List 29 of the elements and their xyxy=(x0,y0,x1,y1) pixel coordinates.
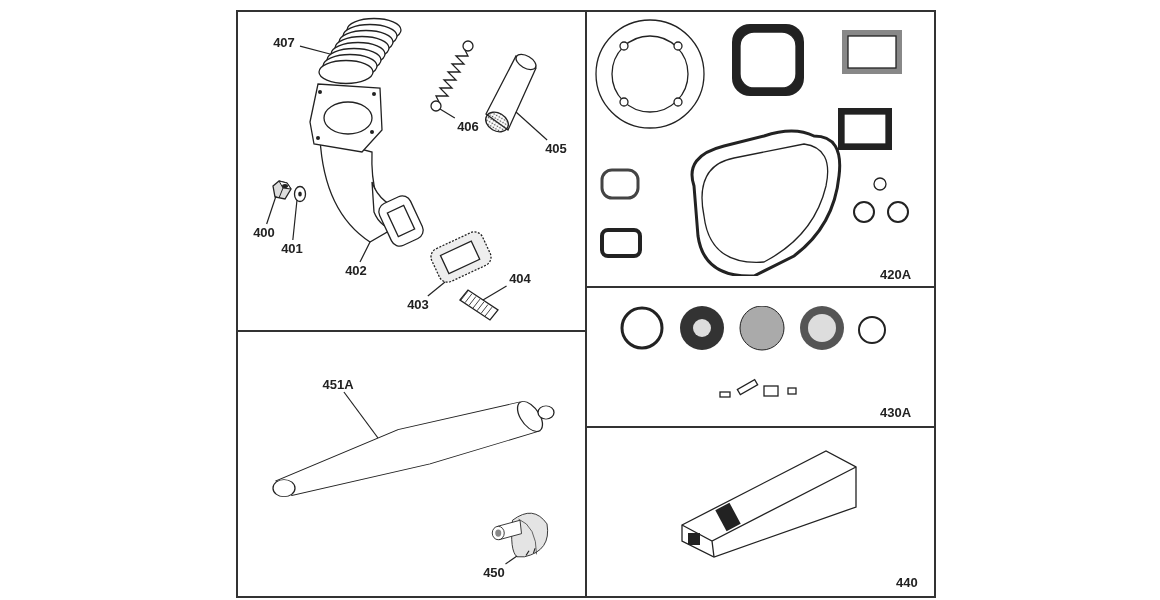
leader-line xyxy=(427,281,446,297)
leader-line xyxy=(482,285,508,301)
leader-line xyxy=(343,391,379,439)
leader-line xyxy=(439,108,456,119)
callout-number: 450 xyxy=(478,564,510,580)
part-drawing xyxy=(310,82,422,250)
callout-number: 401 xyxy=(276,240,308,256)
part-drawing xyxy=(458,288,500,322)
part-drawing xyxy=(318,18,402,84)
callout-number: 400 xyxy=(248,224,280,240)
callout-number: 405 xyxy=(540,140,572,156)
part-number: 440 xyxy=(896,576,918,589)
part-drawing xyxy=(294,186,306,202)
callout-number: 403 xyxy=(402,296,434,312)
leader-line xyxy=(515,111,548,141)
callout-number: 406 xyxy=(452,118,484,134)
part-number: 430A xyxy=(880,406,912,419)
leader-line xyxy=(359,241,371,263)
leader-line xyxy=(266,195,277,225)
part-drawing xyxy=(272,180,292,200)
callout-number: 404 xyxy=(504,270,536,286)
part-number: 420A xyxy=(880,268,912,281)
callout-number: 402 xyxy=(340,262,372,278)
leader-line xyxy=(292,199,298,241)
callout-number: 407 xyxy=(268,34,300,50)
part-drawing xyxy=(430,40,474,112)
leader-line xyxy=(504,555,518,565)
leader-line xyxy=(299,45,331,55)
callout-number: 451A xyxy=(318,376,358,392)
